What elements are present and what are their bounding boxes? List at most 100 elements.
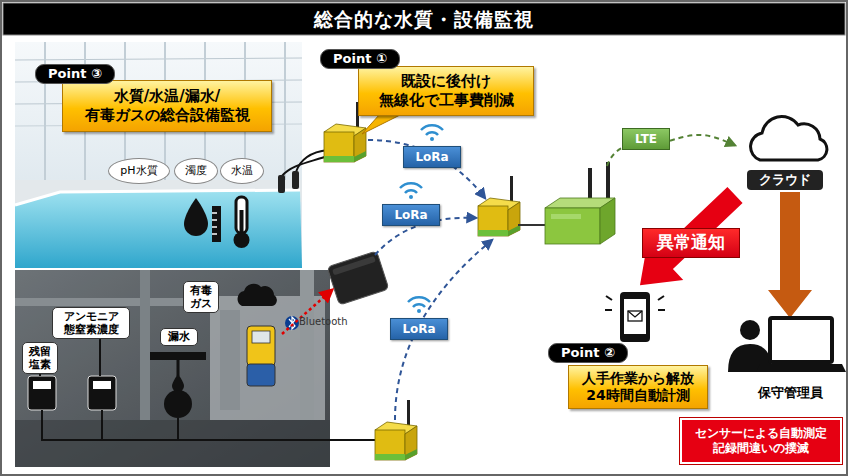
point-badge: Point ②	[548, 343, 628, 363]
point-badge-text: Point ③	[48, 66, 102, 82]
bluetooth-icon	[289, 317, 295, 329]
gas-icons	[252, 331, 270, 343]
pool-photo	[15, 190, 300, 205]
sensor-label-text: 漏水	[168, 330, 190, 343]
sensor-oval: 濁度	[174, 158, 218, 184]
alert-box-text: 異常通知	[657, 232, 725, 253]
smartphone	[628, 311, 642, 321]
sensor-wiring	[177, 418, 179, 440]
admin-icon	[756, 364, 846, 372]
wifi-symbol	[408, 297, 430, 313]
protocol-tag: LoRa	[390, 318, 448, 340]
lora-links	[368, 140, 485, 198]
smartphone	[658, 309, 665, 311]
sensor-label: 有毒 ガス	[183, 281, 219, 313]
lte-router	[600, 198, 615, 244]
smartphone	[605, 292, 665, 342]
water-icons	[212, 206, 221, 242]
protocol-label: Bluetooth	[299, 316, 359, 327]
leak-sensor	[172, 374, 184, 392]
callout-tail	[362, 114, 402, 134]
lte-router	[551, 214, 581, 219]
cloud-shape	[735, 108, 835, 168]
benefit-box: センサーによる自動測定 記録間違いの撲滅	[680, 418, 842, 464]
pool-photo	[15, 190, 302, 268]
gas-icons	[238, 284, 277, 306]
sensor-label: 残留 塩素	[22, 342, 58, 374]
callout-box: 人手作業から解放 24時間自動計測	[568, 365, 708, 409]
smartphone	[628, 311, 642, 317]
sensor-label: 漏水	[160, 328, 198, 346]
alert-arrow	[622, 176, 753, 304]
admin-icon	[740, 320, 760, 340]
water-icons	[212, 212, 217, 214]
callout-box-text: 水質/水温/漏水/ 有毒ガスの総合設備監視	[69, 87, 265, 125]
smartphone	[606, 296, 612, 300]
smartphone	[620, 292, 650, 342]
leak-sensor	[150, 352, 206, 360]
admin-icon	[728, 318, 846, 372]
meters	[39, 374, 41, 376]
water-icons	[184, 198, 208, 236]
meters	[93, 381, 111, 389]
pool-photo	[15, 42, 302, 268]
wifi-symbol	[400, 183, 422, 199]
sensor-device	[375, 400, 417, 460]
alert-arrow	[622, 176, 753, 304]
gas-icons	[238, 284, 277, 386]
meters	[33, 381, 51, 389]
protocol-tag: LTE	[622, 128, 670, 150]
callout-box: 水質/水温/漏水/ 有毒ガスの総合設備監視	[62, 80, 272, 132]
point-badge: Point ③	[35, 64, 115, 84]
leak-sensor	[177, 360, 180, 376]
lora-links	[368, 140, 492, 420]
callout-tail	[362, 114, 402, 134]
water-icons	[212, 226, 217, 228]
alert-box: 異常通知	[642, 228, 740, 258]
ble-receiver	[327, 251, 389, 305]
bluetooth-link	[282, 290, 332, 334]
meters	[28, 376, 56, 410]
leak-sensor	[150, 352, 206, 418]
smartphone	[605, 309, 612, 311]
sensor-label-text: 残留 塩素	[25, 345, 55, 371]
sensor-oval-text: 水温	[231, 164, 253, 178]
callout-box-text: 既設に後付け 無線化で工事費削減	[365, 72, 527, 110]
admin-icon	[770, 318, 832, 362]
benefit-box-text: センサーによる自動測定 記録間違いの撲滅	[684, 426, 838, 456]
point-badge-text: Point ①	[333, 51, 387, 67]
point-badge-text: Point ②	[561, 345, 615, 361]
water-icons	[184, 197, 250, 248]
sensor-label-text: 有毒 ガス	[186, 284, 216, 310]
pool-photo	[15, 42, 302, 268]
protocol-tag: LoRa	[382, 204, 440, 226]
callout-box: 既設に後付け 無線化で工事費削減	[358, 66, 534, 116]
cloud-node: クラウド	[735, 108, 835, 190]
protocol-tag-text: LoRa	[394, 208, 427, 223]
sensor-oval: pH水質	[108, 158, 170, 184]
protocol-tag-text: LoRa	[415, 150, 448, 165]
point-badge: Point ①	[320, 49, 400, 69]
smartphone	[624, 299, 646, 334]
sensor-wiring	[42, 410, 380, 440]
water-icons	[212, 233, 217, 235]
probe-cables	[292, 171, 299, 189]
protocol-tag-text: LoRa	[402, 322, 435, 337]
smartphone	[658, 296, 664, 300]
network-link	[670, 135, 735, 145]
machine-photo	[15, 270, 330, 467]
ble-receiver	[327, 251, 389, 305]
machine-photo	[15, 270, 330, 467]
gas-icons	[247, 326, 275, 366]
probe-cables	[282, 155, 330, 176]
probe-cables	[278, 175, 285, 193]
protocol-tag-text: LTE	[635, 132, 657, 147]
gas-icons	[247, 364, 275, 386]
water-icons	[212, 219, 217, 221]
sensor-oval: 水温	[220, 158, 264, 184]
report-arrow	[768, 192, 812, 318]
sensor-oval-text: 濁度	[185, 164, 207, 178]
